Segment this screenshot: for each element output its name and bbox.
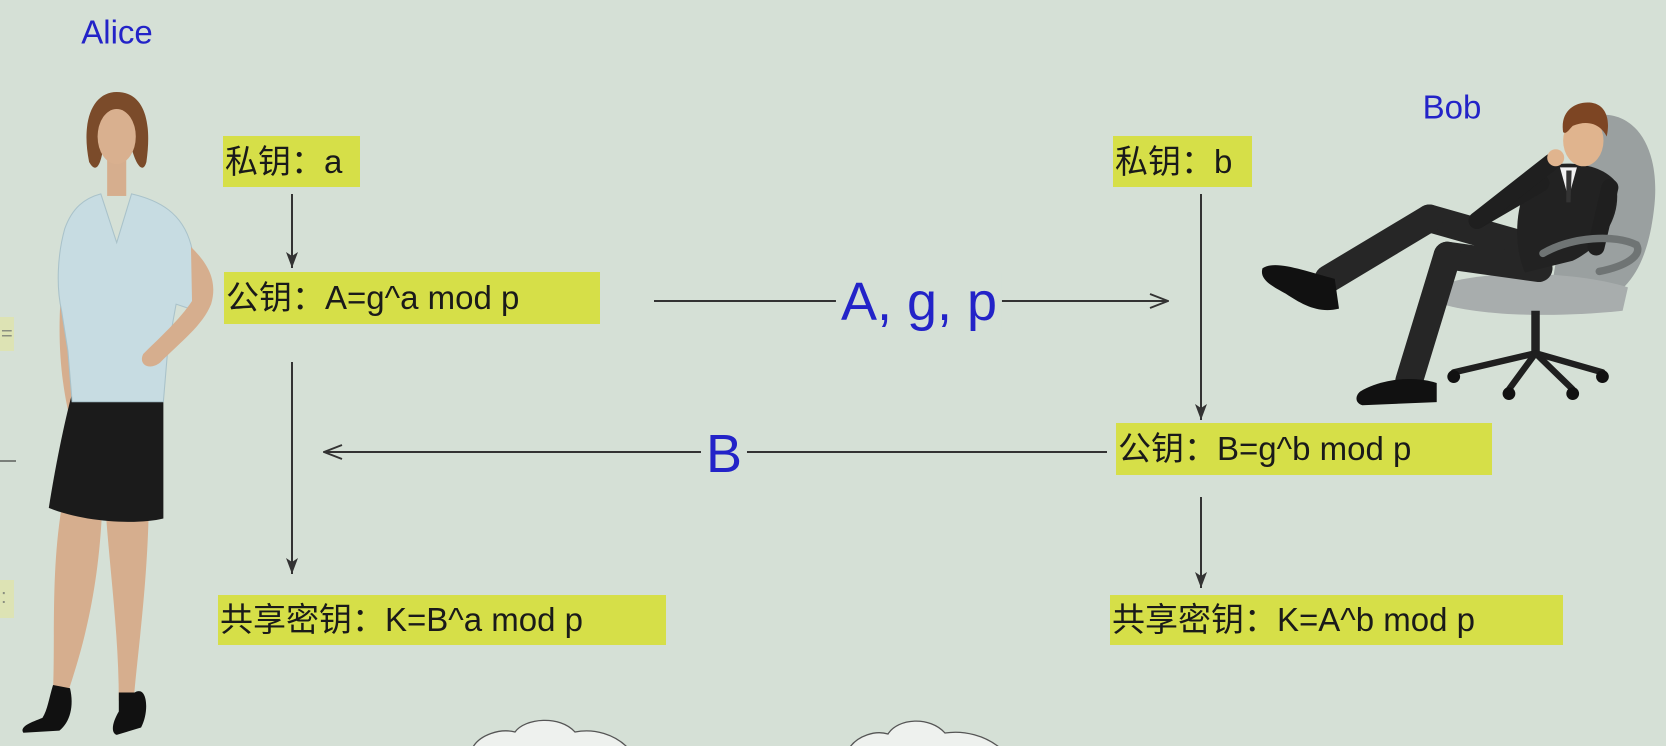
bob-name-label: Bob <box>1422 88 1482 126</box>
alice-leg-right <box>106 516 149 701</box>
bob-upper-arm <box>1468 174 1550 229</box>
chair-caster <box>1502 387 1516 400</box>
chair-seat <box>1443 274 1628 315</box>
bob-tie <box>1566 170 1572 203</box>
bob-shin-lower <box>1395 241 1462 395</box>
chair-armrest <box>1539 234 1642 276</box>
man-in-office-chair-icon <box>1261 102 1656 406</box>
edge-fragment-lower: : <box>0 580 14 618</box>
bob-legs <box>1314 204 1553 395</box>
alice-public-key: 公钥：A=g^a mod p <box>224 272 600 324</box>
bob-shoe-right <box>1356 379 1437 406</box>
alice-neck <box>107 157 127 196</box>
cloud-icon <box>472 719 627 746</box>
message-to-bob-label: A, g, p <box>835 273 1003 331</box>
bob-private-key: 私钥：b <box>1113 136 1252 187</box>
alice-arm-left <box>59 299 96 444</box>
alice-shoe-left <box>22 685 72 733</box>
bob-shoe-left <box>1261 265 1339 311</box>
bob-arm-rest-side <box>1587 179 1619 256</box>
alice-shoe-right <box>112 691 147 735</box>
alice-shared-key: 共享密钥：K=B^a mod p <box>218 595 666 645</box>
woman-standing-icon <box>22 91 214 735</box>
bob-shirt <box>1559 167 1577 199</box>
chair-spoke <box>1532 350 1606 376</box>
alice-arm-right <box>141 246 214 367</box>
cloud-icon <box>850 720 999 746</box>
edge-fragment-upper: = <box>0 317 14 351</box>
alice-private-key: 私钥：a <box>223 136 360 187</box>
alice-leg-left <box>53 507 102 693</box>
bob-shared-key: 共享密钥：K=A^b mod p <box>1110 595 1563 645</box>
chair-caster <box>1447 370 1461 383</box>
alice-hair <box>86 91 149 168</box>
bob-thigh-upper <box>1415 204 1545 261</box>
alice-blouse <box>57 193 199 403</box>
alice-name-label: Alice <box>81 13 153 51</box>
bob-thigh-lower <box>1433 241 1553 283</box>
chair-spoke <box>1532 350 1576 393</box>
message-to-alice-label: B <box>700 425 748 483</box>
edge-fragment-dash <box>0 460 16 462</box>
chair-spoke <box>1505 350 1539 393</box>
alice-skirt <box>48 393 164 522</box>
chair-spoke <box>1450 350 1539 376</box>
bob-hair <box>1562 102 1608 137</box>
alice-face <box>97 108 136 165</box>
chair-caster <box>1566 387 1580 400</box>
chair-base <box>1450 350 1606 393</box>
chair-back <box>1549 114 1656 305</box>
chair-caster <box>1596 370 1609 383</box>
bob-face <box>1563 115 1604 167</box>
bob-forearm <box>1468 153 1560 229</box>
bob-torso <box>1517 163 1618 273</box>
bob-arms <box>1468 153 1619 256</box>
bob-hand <box>1547 149 1565 167</box>
bob-shin-upper <box>1314 204 1444 293</box>
bob-public-key: 公钥：B=g^b mod p <box>1116 423 1492 475</box>
